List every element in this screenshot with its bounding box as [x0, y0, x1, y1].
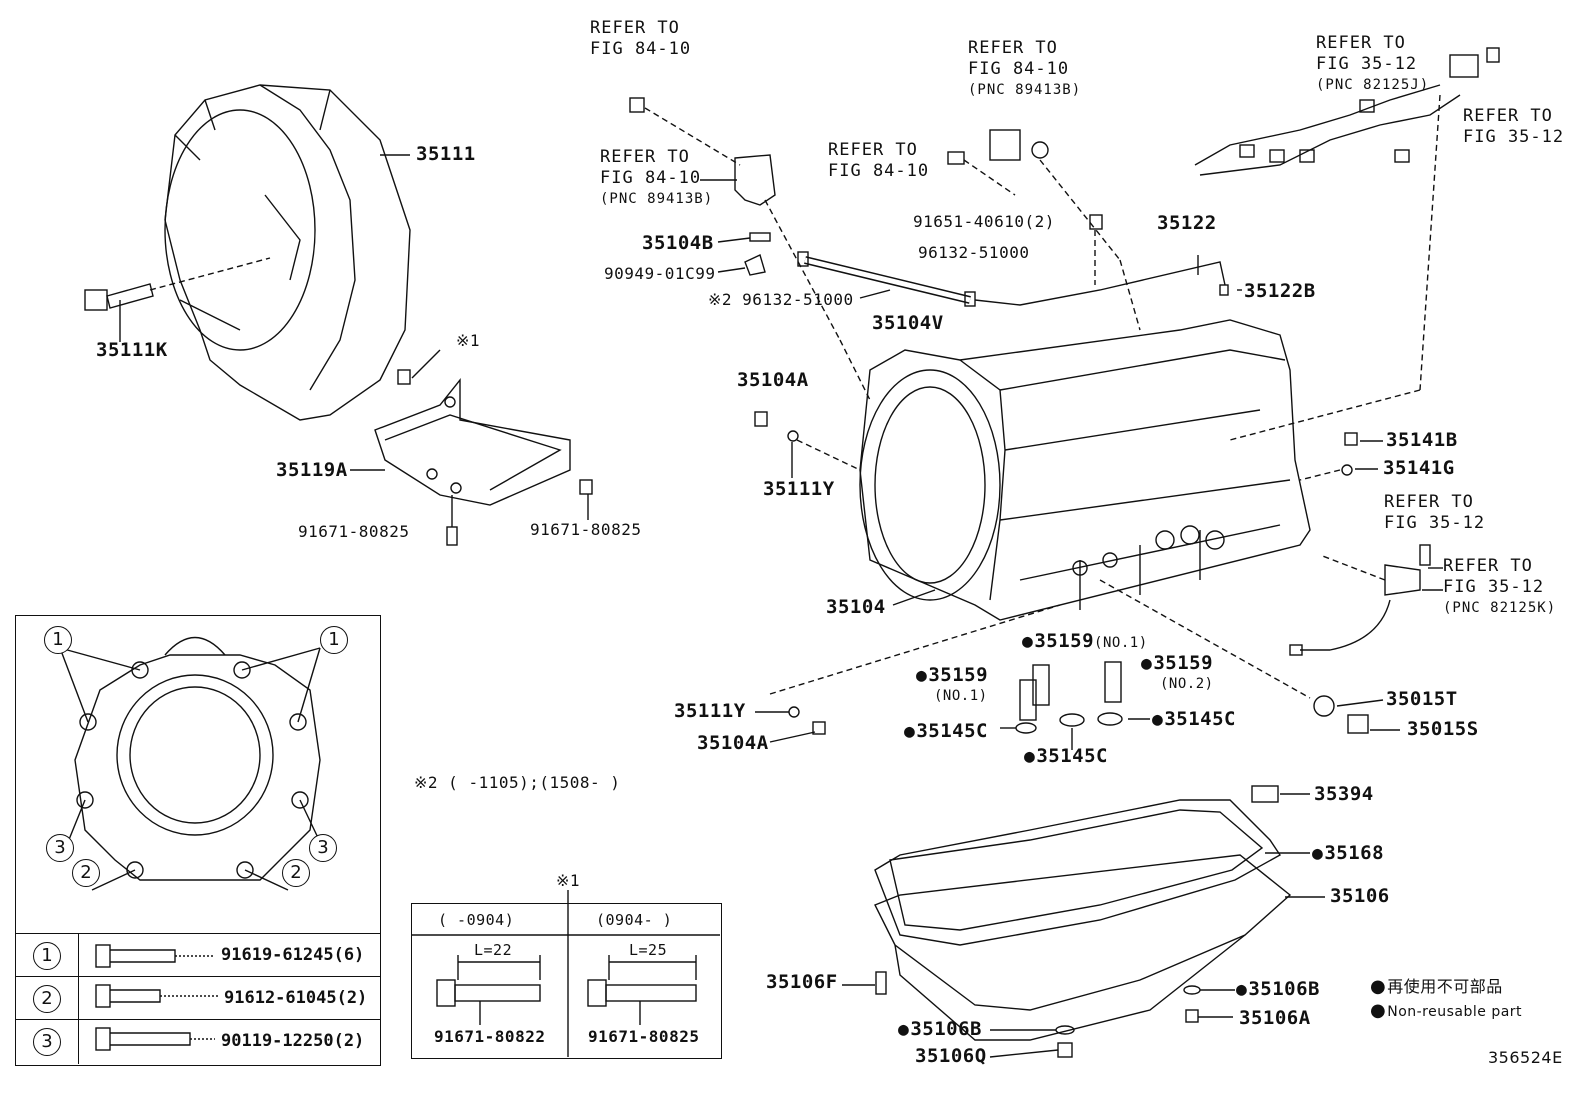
part-label-96132-51000-note: ※2 96132-51000 [708, 290, 854, 309]
legend-housing-view [59, 636, 321, 891]
part-label-35168: 35168 [1312, 843, 1384, 864]
note-1-marker: ※1 [456, 331, 481, 350]
bolt-box-right-length: L=25 [629, 941, 668, 959]
part-label-35159-left-sub: (NO.1) [934, 688, 988, 704]
part-label-35111k: 35111K [96, 339, 168, 361]
part-label-35015s: 35015S [1407, 718, 1479, 740]
speed-sensor-drawing [1289, 432, 1431, 656]
sensor-and-pipe-drawings [629, 97, 1229, 471]
bolt-variant-box: ( -0904) (0904- ) L=22 L=25 91671-80822 … [411, 903, 722, 1059]
part-label-35104b: 35104B [642, 232, 714, 254]
legend-row-1: 1 91619-61245(6) [16, 933, 380, 978]
part-label-35104: 35104 [826, 596, 886, 618]
legend-key-2: 2 [33, 985, 61, 1013]
non-reusable-legend-jp: 再使用不可部品 [1370, 978, 1503, 996]
bolt-box-title: ※1 [556, 871, 581, 890]
bolt-position-legend: 1 1 2 2 3 3 1 91619-61245(6) 2 91612-610… [15, 615, 381, 1066]
bolt-box-sketches [411, 890, 720, 1057]
part-label-35111y-top: 35111Y [763, 478, 835, 500]
diagram-id: 356524E [1488, 1048, 1563, 1067]
marker-3-right: 3 [309, 834, 337, 862]
bolt-box-left-length: L=22 [474, 941, 513, 959]
part-label-96132-51000: 96132-51000 [918, 243, 1030, 262]
part-label-35111y-bottom: 35111Y [674, 700, 746, 722]
part-label-35106a: 35106A [1239, 1007, 1311, 1029]
part-label-35122: 35122 [1157, 212, 1217, 234]
leader-lines [380, 154, 1443, 1058]
marker-1-right: 1 [320, 626, 348, 654]
part-label-35104a-bottom: 35104A [697, 732, 769, 754]
marker-1-left: 1 [44, 626, 72, 654]
legend-part-1: 91619-61245(6) [221, 945, 365, 965]
legend-row-2: 2 91612-61045(2) [16, 976, 380, 1021]
part-label-35106b-right: 35106B [1236, 979, 1320, 1000]
legend-row-3: 3 90119-12250(2) [16, 1019, 380, 1064]
transmission-case-drawing [859, 319, 1311, 621]
part-label-35159-top: 35159(NO.1) [1022, 631, 1148, 654]
part-label-35106q: 35106Q [915, 1045, 987, 1067]
plugs-drawing [769, 579, 1369, 735]
legend-bolt-sketches [95, 944, 220, 1051]
bracket-35119a-drawing [350, 349, 593, 546]
bolt-box-right-header: (0904- ) [596, 911, 673, 929]
legend-part-3: 90119-12250(2) [221, 1031, 365, 1051]
marker-2-left: 2 [72, 859, 100, 887]
part-label-35106: 35106 [1330, 885, 1390, 907]
part-label-35015t: 35015T [1386, 688, 1458, 710]
part-label-35145c-bottom: 35145C [1024, 746, 1108, 767]
part-label-35106f: 35106F [766, 971, 838, 993]
bolt-35111k-drawing [84, 257, 271, 342]
part-label-35145c-left: 35145C [904, 721, 988, 742]
non-reusable-legend-en: Non-reusable part [1370, 1003, 1522, 1020]
legend-key-3: 3 [33, 1028, 61, 1056]
legend-key-1: 1 [33, 942, 61, 970]
oil-pan-drawing [874, 785, 1292, 1058]
wire-harness-drawing [1194, 47, 1500, 441]
part-label-35159-left: 35159 [916, 665, 988, 686]
part-label-35145c-right: 35145C [1152, 709, 1236, 730]
bolt-box-left-header: ( -0904) [438, 911, 515, 929]
part-label-35141g: 35141G [1383, 457, 1455, 479]
part-label-90949-01c99: 90949-01C99 [604, 264, 716, 283]
legend-part-2: 91612-61045(2) [224, 988, 368, 1008]
part-label-35111: 35111 [416, 143, 476, 165]
part-label-91671-80825-right: 91671-80825 [530, 520, 642, 539]
part-label-91651-40610: 91651-40610(2) [913, 212, 1055, 231]
bolt-box-right-part: 91671-80825 [588, 1027, 700, 1046]
part-label-35119a: 35119A [276, 459, 348, 481]
marker-2-right: 2 [282, 859, 310, 887]
part-label-35104v: 35104V [872, 312, 944, 334]
part-label-35104a-top: 35104A [737, 369, 809, 391]
part-label-35122b: 35122B [1244, 280, 1316, 302]
bolt-box-left-part: 91671-80822 [434, 1027, 546, 1046]
marker-3-left: 3 [46, 834, 74, 862]
part-label-35394: 35394 [1314, 783, 1374, 805]
part-label-35106b-left: 35106B [898, 1019, 982, 1040]
part-label-35141b: 35141B [1386, 429, 1458, 451]
note-2-range: ※2 ( -1105);(1508- ) [414, 773, 621, 792]
part-label-35159-right-sub: (NO.2) [1160, 676, 1214, 692]
bell-housing-drawing [164, 84, 411, 421]
part-label-91671-80825-left: 91671-80825 [298, 522, 410, 541]
part-label-35159-right: 35159 [1141, 653, 1213, 674]
